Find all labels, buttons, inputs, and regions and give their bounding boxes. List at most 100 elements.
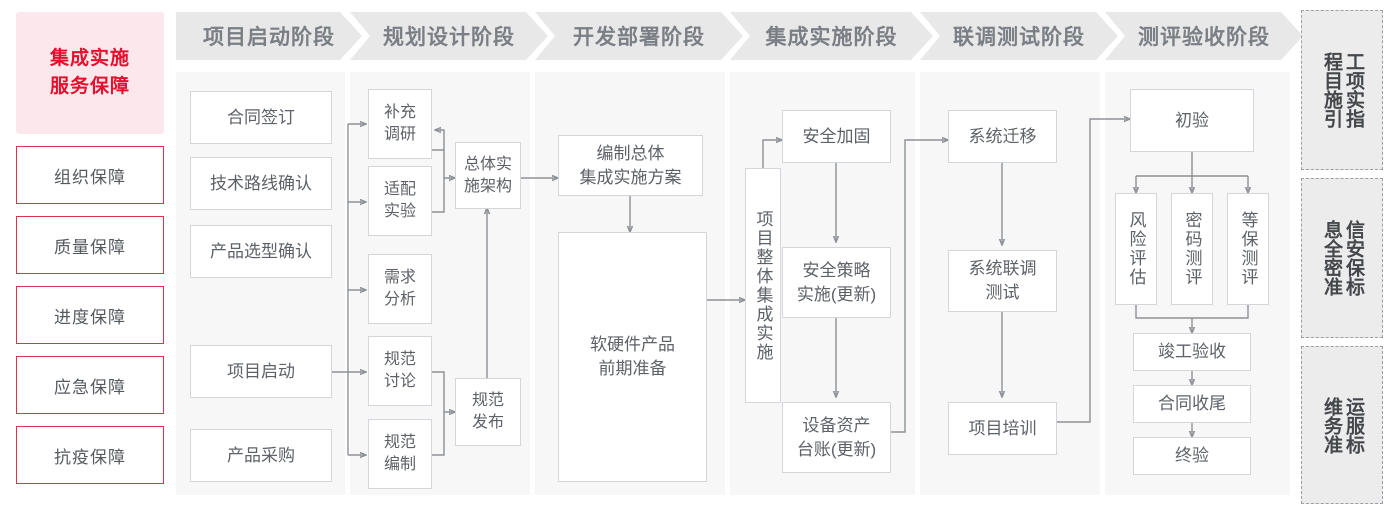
task-label-line-2: 台账(更新) bbox=[796, 439, 877, 459]
task-box-requirement-analysis[interactable]: 需求 分析 bbox=[368, 254, 432, 324]
task-box-system-joint-debug-test[interactable]: 系统联调 测试 bbox=[948, 250, 1057, 312]
task-box-cryptography-evaluation[interactable]: 密码测评 bbox=[1171, 193, 1213, 305]
task-label: 密码测评 bbox=[1182, 211, 1202, 287]
task-box-overall-implementation-architecture[interactable]: 总体实 施架构 bbox=[455, 142, 521, 209]
guarantee-rail: 集成实施 服务保障 组织保障 质量保障 进度保障 应急保障 抗疫保障 bbox=[16, 12, 164, 484]
task-box-standard-discussion[interactable]: 规范 讨论 bbox=[368, 336, 432, 406]
task-label-line-2: 分析 bbox=[383, 291, 416, 308]
task-label-line-1: 规范 bbox=[471, 392, 504, 409]
rail-item-epidemic[interactable]: 抗疫保障 bbox=[16, 426, 164, 484]
task-label: 产品选型确认 bbox=[210, 241, 312, 261]
task-label: 等保测评 bbox=[1238, 211, 1258, 287]
rail-title-line-2: 服务保障 bbox=[49, 76, 130, 97]
task-label-line-2: 实施(更新) bbox=[796, 284, 877, 304]
task-label: 终验 bbox=[1175, 446, 1209, 465]
standard-box-ops-service[interactable]: 运服标 维务准 bbox=[1301, 346, 1383, 504]
task-label: 项目培训 bbox=[968, 418, 1037, 438]
task-label-line-2: 集成实施方案 bbox=[579, 167, 682, 187]
task-box-adaptation-experiment[interactable]: 适配 实验 bbox=[368, 166, 432, 236]
task-label-line-1: 软硬件产品 bbox=[590, 335, 675, 354]
task-label-line-2: 测试 bbox=[985, 283, 1020, 302]
task-label-line-1: 规范 bbox=[383, 434, 416, 451]
task-box-security-hardening[interactable]: 安全加固 bbox=[782, 110, 891, 163]
phase-header-label: 集成实施阶段 bbox=[765, 26, 898, 49]
task-label: 初验 bbox=[1175, 110, 1209, 130]
task-label-line-2: 编制 bbox=[383, 456, 416, 473]
task-box-security-policy-implementation[interactable]: 安全策略 实施(更新) bbox=[782, 247, 891, 318]
phase-header-develop[interactable]: 开发部署阶段 bbox=[535, 12, 743, 60]
standard-label-col-a: 运服标 bbox=[1342, 396, 1364, 454]
task-label-line-1: 总体实 bbox=[463, 155, 512, 173]
task-box-draft-overall-integration-plan[interactable]: 编制总体 集成实施方案 bbox=[558, 135, 703, 196]
task-label-line-1: 适配 bbox=[383, 181, 416, 198]
task-label-line-1: 规范 bbox=[383, 351, 416, 368]
task-box-final-acceptance[interactable]: 终验 bbox=[1133, 437, 1251, 475]
rail-item-label: 进度保障 bbox=[54, 307, 126, 327]
rail-item-label: 应急保障 bbox=[54, 377, 126, 397]
task-box-classified-protection-evaluation[interactable]: 等保测评 bbox=[1227, 193, 1269, 305]
standard-label-col-a: 工项实指 bbox=[1342, 52, 1364, 128]
task-box-preliminary-acceptance[interactable]: 初验 bbox=[1130, 89, 1254, 152]
task-box-product-procurement[interactable]: 产品采购 bbox=[190, 429, 332, 482]
task-box-system-migration[interactable]: 系统迁移 bbox=[948, 110, 1057, 163]
task-label: 系统迁移 bbox=[968, 126, 1037, 146]
standard-box-infosec-confidentiality[interactable]: 信安保标 息全密准 bbox=[1301, 178, 1383, 338]
phase-header-acceptance[interactable]: 测评验收阶段 bbox=[1105, 12, 1303, 60]
standard-label-col-b: 程目施引 bbox=[1321, 52, 1342, 128]
task-label: 合同收尾 bbox=[1158, 394, 1226, 413]
phase-header-planning[interactable]: 规划设计阶段 bbox=[350, 12, 548, 60]
rail-item-label: 质量保障 bbox=[54, 237, 126, 257]
phase-header-label: 规划设计阶段 bbox=[383, 26, 515, 49]
phase-header-label: 项目启动阶段 bbox=[203, 26, 335, 49]
rail-item-label: 组织保障 bbox=[54, 167, 126, 187]
task-box-completion-acceptance[interactable]: 竣工验收 bbox=[1133, 333, 1251, 371]
phase-header-integration[interactable]: 集成实施阶段 bbox=[730, 12, 933, 60]
task-label-line-2: 施架构 bbox=[463, 177, 512, 195]
phase-header-startup[interactable]: 项目启动阶段 bbox=[176, 12, 362, 60]
task-label-line-1: 补充 bbox=[383, 104, 416, 121]
task-label: 项目整体集成实施 bbox=[753, 209, 773, 362]
phase-header-label: 开发部署阶段 bbox=[573, 26, 705, 49]
task-box-supplementary-research[interactable]: 补充 调研 bbox=[368, 89, 432, 159]
rail-item-quality[interactable]: 质量保障 bbox=[16, 216, 164, 274]
standard-label-col-b: 维务准 bbox=[1321, 396, 1342, 454]
task-box-product-selection-confirm[interactable]: 产品选型确认 bbox=[190, 225, 332, 278]
rail-item-emergency[interactable]: 应急保障 bbox=[16, 356, 164, 414]
task-box-standard-release[interactable]: 规范 发布 bbox=[455, 378, 521, 446]
phase-header-label: 测评验收阶段 bbox=[1138, 26, 1270, 49]
task-label-line-1: 编制总体 bbox=[596, 143, 665, 163]
task-box-asset-ledger-update[interactable]: 设备资产 台账(更新) bbox=[782, 402, 891, 473]
standard-box-engineering-guideline[interactable]: 工项实指 程目施引 bbox=[1301, 10, 1383, 170]
task-box-contract-closeout[interactable]: 合同收尾 bbox=[1133, 385, 1251, 423]
rail-item-organization[interactable]: 组织保障 bbox=[16, 146, 164, 204]
task-label-line-1: 设备资产 bbox=[802, 415, 871, 435]
task-box-project-training[interactable]: 项目培训 bbox=[948, 402, 1057, 455]
task-label: 竣工验收 bbox=[1158, 342, 1226, 361]
task-label-line-2: 讨论 bbox=[383, 373, 416, 390]
task-label-line-2: 实验 bbox=[383, 203, 416, 220]
phase-header-label: 联调测试阶段 bbox=[953, 26, 1085, 49]
task-box-hardware-software-preparation[interactable]: 软硬件产品 前期准备 bbox=[558, 232, 707, 482]
task-label: 项目启动 bbox=[227, 361, 295, 381]
standard-label-col-b: 息全密准 bbox=[1321, 220, 1342, 296]
task-label-line-1: 安全策略 bbox=[802, 260, 871, 280]
task-label-line-1: 系统联调 bbox=[968, 259, 1037, 278]
task-box-project-kickoff[interactable]: 项目启动 bbox=[190, 345, 332, 398]
task-label-line-2: 前期准备 bbox=[598, 359, 667, 378]
standard-label: 信安保标 息全密准 bbox=[1321, 220, 1364, 296]
task-label: 风险评估 bbox=[1126, 211, 1146, 287]
task-box-contract-signing[interactable]: 合同签订 bbox=[190, 91, 332, 144]
rail-item-schedule[interactable]: 进度保障 bbox=[16, 286, 164, 344]
task-box-standard-drafting[interactable]: 规范 编制 bbox=[368, 419, 432, 489]
standard-label: 运服标 维务准 bbox=[1321, 396, 1364, 454]
rail-title: 集成实施 服务保障 bbox=[16, 12, 164, 134]
standard-label: 工项实指 程目施引 bbox=[1321, 52, 1364, 128]
task-box-overall-project-integration[interactable]: 项目整体集成实施 bbox=[745, 168, 781, 403]
rail-title-line-1: 集成实施 bbox=[49, 48, 130, 69]
standard-label-col-a: 信安保标 bbox=[1342, 220, 1364, 296]
task-box-risk-assessment[interactable]: 风险评估 bbox=[1115, 193, 1157, 305]
task-box-tech-route-confirm[interactable]: 技术路线确认 bbox=[190, 157, 332, 210]
phase-header-jointtest[interactable]: 联调测试阶段 bbox=[920, 12, 1118, 60]
task-label: 技术路线确认 bbox=[210, 173, 312, 193]
task-label: 合同签订 bbox=[227, 107, 295, 127]
